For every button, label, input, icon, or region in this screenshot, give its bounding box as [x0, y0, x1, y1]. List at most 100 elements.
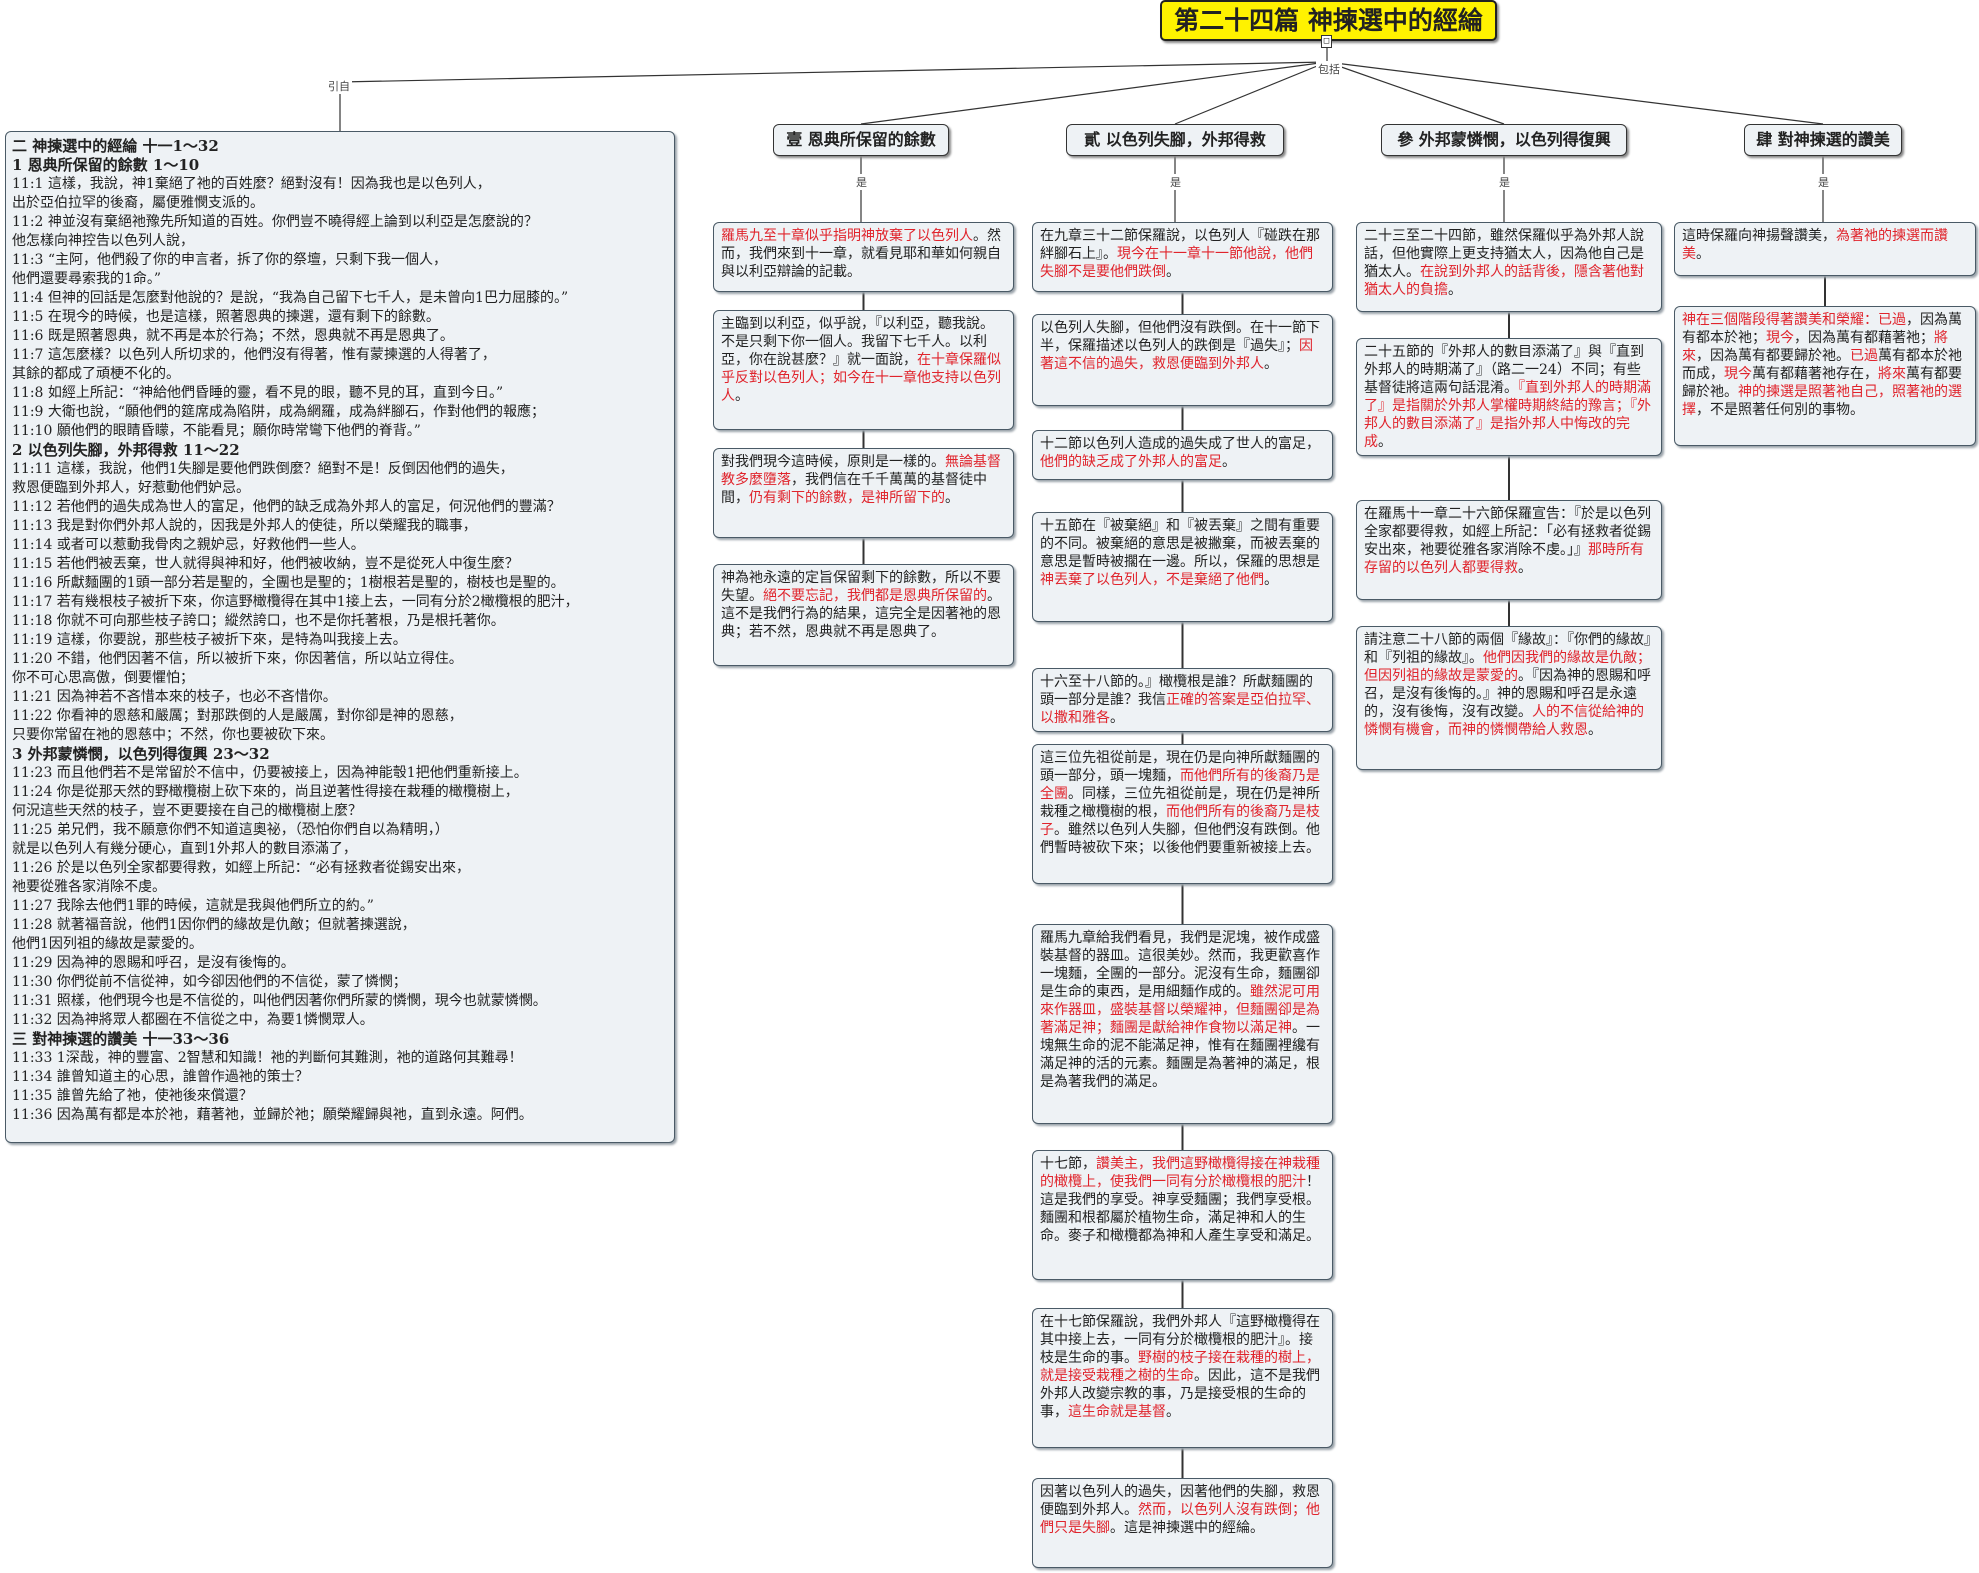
verse-line: 他們還要尋索我的1命。”: [12, 271, 162, 287]
collapse-toggle-icon[interactable]: □: [1321, 35, 1332, 48]
highlighted-text: 絕不要忘記，我們都是恩典所保留的: [763, 588, 987, 604]
note-text: 以色列人失腳，但他們沒有跌倒。在十一節下半，保羅描述以色列人的跌倒是『過失』；: [1040, 320, 1320, 354]
highlighted-text: 而他們所有的後裔乃是全團: [1040, 768, 1320, 802]
note-text: ，因為萬有都本於祂；: [1682, 312, 1962, 346]
note-text: 。: [945, 490, 959, 506]
highlighted-text: 無論基督教多麼墮落: [721, 454, 1001, 488]
note-text: 羅馬九章給我們看見，我們是泥塊，被作成盛裝基督的器皿。這很美妙。然而，我更歡喜作…: [1040, 930, 1320, 1000]
note-text: 神為祂永遠的定旨保留剩下的餘數，所以不要失望。: [721, 570, 1001, 604]
verse-line: 11:26 於是以色列全家都要得救，如經上所記：“必有拯救者從錫安出來，: [12, 860, 470, 876]
section-heading-4: 肆 對神揀選的讚美: [1744, 124, 1902, 156]
highlighted-text: 那時所有存留的以色列人都要得救: [1364, 542, 1644, 576]
note-text: 。雖然以色列人失腳，但他們沒有跌倒。他們暫時被砍下來；以後他們要重新被接上去。: [1040, 822, 1320, 856]
highlighted-text: 已過: [1850, 348, 1878, 364]
note-text: 。: [735, 388, 749, 404]
note-text: 二十五節的『外邦人的數目添滿了』與『直到外邦人的時期滿了』（路二一24）不同；有…: [1364, 344, 1644, 396]
note-box: 對我們現今這時候，原則是一樣的。無論基督教多麼墮落，我們信在千千萬萬的基督徒中間…: [713, 448, 1014, 538]
note-text: 。: [1222, 454, 1236, 470]
highlighted-text: 為著祂的揀選而讚美: [1682, 228, 1948, 262]
verse-line: 11:35 誰曾先給了祂，使祂後來償還？: [12, 1088, 253, 1104]
note-text: 。一塊無生命的泥不能滿足神，惟有在麵團裡纔有滿足神的活的元素。麵團是為著神的滿足…: [1040, 1020, 1320, 1090]
note-text: 萬有都要歸於祂。: [1682, 366, 1962, 400]
note-box: 十五節在『被棄絕』和『被丟棄』之間有重要的不同。被棄絕的意思是被撇棄，而被丟棄的…: [1032, 512, 1333, 622]
verse-line: 11:30 你們從前不信從神，如今卻因他們的不信從，蒙了憐憫；: [12, 974, 407, 990]
verse-line: 11:2 神並沒有棄絕祂豫先所知道的百姓。你們豈不曉得經上論到以利亞是怎麼說的？: [12, 214, 538, 230]
highlighted-text: 已過: [1878, 312, 1906, 328]
note-text: 二十三至二十四節，雖然保羅似乎為外邦人說話，但他實際上更支持猶太人，因為他自己是…: [1364, 228, 1644, 280]
verse-line: 何況這些天然的枝子，豈不更要接在自己的橄欖樹上麼？: [12, 803, 362, 819]
edge-label-is: 是: [1497, 174, 1512, 190]
verse-line: 11:27 我除去他們1罪的時候，這就是我與他們所立的約。”: [12, 898, 374, 914]
connector-line: [339, 61, 1328, 83]
note-box: 十二節以色列人造成的過失成了世人的富足，他們的缺乏成了外邦人的富足。: [1032, 430, 1333, 480]
highlighted-text: 神的揀選是照著祂自己，照著祂的選擇: [1682, 384, 1962, 418]
note-text: 。: [1518, 560, 1532, 576]
edge-label-is: 是: [1168, 174, 1183, 190]
outline-heading: 1 恩典所保留的餘數 1～10: [12, 156, 200, 174]
highlighted-text: 他們的缺乏成了外邦人的富足: [1040, 454, 1222, 470]
note-text: ，因為萬有都要歸於祂。: [1696, 348, 1850, 364]
verse-line: 11:3 “主阿，他們殺了你的申言者，拆了你的祭壇，只剩下我一個人，: [12, 252, 448, 268]
connector-line: [1326, 61, 1824, 125]
verse-line: 11:14 或者可以惹動我骨肉之親妒忌，好救他們一些人。: [12, 537, 365, 553]
note-text: 。然而，我們來到十一章，就看見耶和華如何親自與以利亞辯論的記載。: [721, 228, 1001, 280]
note-text: 因著以色列人的過失，因著他們的失腳，救恩便臨到外邦人。: [1040, 1484, 1320, 1518]
note-box: 神在三個階段得著讚美和榮耀：已過，因為萬有都本於祂；現今，因為萬有都藉著祂；將來…: [1674, 306, 1976, 446]
highlighted-text: 將來: [1878, 366, 1906, 382]
highlighted-text: 將來: [1682, 330, 1948, 364]
note-box: 在九章三十二節保羅說，以色列人『碰跌在那絆腳石上』。現今在十一章十一節他說，他們…: [1032, 222, 1333, 292]
verse-line: 11:36 因為萬有都是本於祂，藉著祂，並歸於祂；願榮耀歸與祂，直到永遠。阿們。: [12, 1107, 533, 1123]
verse-line: 11:21 因為神若不吝惜本來的枝子，也必不吝惜你。: [12, 689, 337, 705]
verse-line: 11:22 你看神的恩慈和嚴厲；對那跌倒的人是嚴厲，對你卻是神的恩慈，: [12, 708, 463, 724]
note-box: 以色列人失腳，但他們沒有跌倒。在十一節下半，保羅描述以色列人的跌倒是『過失』；因…: [1032, 314, 1333, 406]
highlighted-text: 在說到外邦人的話背後，隱含著他對猶太人的負擔: [1364, 264, 1644, 298]
highlighted-text: 雖然泥可用來作器皿，盛裝基督以榮耀神，但麵團卻是為著滿足神；麵團是獻給神作食物以…: [1040, 984, 1320, 1036]
outline-heading: 二 神揀選中的經綸 十一1～32: [12, 137, 219, 155]
note-text: 。: [1448, 282, 1462, 298]
outline-heading: 3 外邦蒙憐憫，以色列得復興 23～32: [12, 745, 270, 763]
highlighted-text: 神丟棄了以色列人，不是棄絕了他們: [1040, 572, 1264, 588]
connector-line: [1326, 61, 1505, 125]
note-text: 。: [1264, 356, 1278, 372]
verse-line: 救恩便臨到外邦人，好惹動他們妒忌。: [12, 480, 250, 496]
note-text: ，因為萬有都藉著祂；: [1794, 330, 1934, 346]
verse-line: 11:11 這樣，我說，他們1失腳是要他們跌倒麼？絕對不是！反倒因他們的過失，: [12, 461, 514, 477]
verse-line: 11:5 在現今的時候，也是這樣，照著恩典的揀選，還有剩下的餘數。: [12, 309, 440, 325]
note-box: 因著以色列人的過失，因著他們的失腳，救恩便臨到外邦人。然而，以色列人沒有跌倒；他…: [1032, 1478, 1333, 1568]
note-box: 主臨到以利亞，似乎說，『以利亞，聽我說。不是只剩下你一個人。我留下七千人。以利亞…: [713, 310, 1014, 430]
note-text: 對我們現今這時候，原則是一樣的。: [721, 454, 945, 470]
note-text: 。這是神揀選中的經綸。: [1110, 1520, 1264, 1536]
note-box: 羅馬九至十章似乎指明神放棄了以色列人。然而，我們來到十一章，就看見耶和華如何親自…: [713, 222, 1014, 292]
verse-line: 11:15 若他們被丟棄，世人就得與神和好，他們被收納，豈不是從死人中復生麼？: [12, 556, 519, 572]
highlighted-text: 正確的答案是亞伯拉罕、以撒和雅各: [1040, 692, 1320, 726]
note-box: 十六至十八節的。』橄欖根是誰？所獻麵團的頭一部分是誰？我信正確的答案是亞伯拉罕、…: [1032, 668, 1333, 732]
verse-line: 11:1 這樣，我說，神1棄絕了祂的百姓麼？絕對沒有！因為我也是以色列人，: [12, 176, 491, 192]
note-text: 主臨到以利亞，似乎說，『以利亞，聽我說。不是只剩下你一個人。我留下七千人。以利亞…: [721, 316, 994, 368]
note-box: 這三位先祖從前是，現在仍是向神所獻麵團的頭一部分，頭一塊麵，而他們所有的後裔乃是…: [1032, 744, 1333, 884]
note-text: ，我們信在千千萬萬的基督徒中間，: [721, 472, 987, 506]
verse-line: 11:33 1深哉，神的豐富、2智慧和知識！祂的判斷何其難測，祂的道路何其難尋！: [12, 1050, 523, 1066]
verse-line: 其餘的都成了頑梗不化的。: [12, 366, 180, 382]
note-text: 。: [1696, 246, 1710, 262]
note-text: 這三位先祖從前是，現在仍是向神所獻麵團的頭一部分，頭一塊麵，: [1040, 750, 1320, 784]
verse-line: 11:8 如經上所記：“神給他們昏睡的靈，看不見的眼，聽不見的耳，直到今日。”: [12, 385, 504, 401]
highlighted-text: 在十章保羅似乎反對以色列人；如今在十一章他支持以色列人: [721, 352, 1001, 404]
note-text: 十七節，: [1040, 1156, 1096, 1172]
verse-line: 11:34 誰曾知道主的心思，誰曾作過祂的策士？: [12, 1069, 309, 1085]
note-box: 這時保羅向神揚聲讚美，為著祂的揀選而讚美。: [1674, 222, 1976, 276]
note-box: 在十七節保羅說，我們外邦人『這野橄欖得在其中接上去，一同有分於橄欖根的肥汁』。接…: [1032, 1308, 1333, 1448]
highlighted-text: 然而，以色列人沒有跌倒；他們只是失腳: [1040, 1502, 1320, 1536]
note-text: 十五節在『被棄絕』和『被丟棄』之間有重要的不同。被棄絕的意思是被撇棄，而被丟棄的…: [1040, 518, 1320, 570]
verse-line: 11:17 若有幾根枝子被折下來，你這野橄欖得在其中1接上去，一同有分於2橄欖根…: [12, 594, 579, 610]
verse-line: 你不可心思高傲，倒要懼怕；: [12, 670, 194, 686]
verse-line: 11:20 不錯，他們因著不信，所以被折下來，你因著信，所以站立得住。: [12, 651, 463, 667]
highlighted-text: 野樹的枝子接在栽種的樹上，就是接受栽種之樹的生命: [1040, 1350, 1320, 1384]
highlighted-text: 而他們所有的後裔乃是枝子: [1040, 804, 1320, 838]
verse-line: 11:28 就著福音說，他們1因你們的緣故是仇敵；但就著揀選說，: [12, 917, 416, 933]
highlighted-text: 他們因我們的緣故是仇敵；但因列祖的緣故是蒙愛的: [1364, 650, 1651, 684]
note-box: 羅馬九章給我們看見，我們是泥塊，被作成盛裝基督的器皿。這很美妙。然而，我更歡喜作…: [1032, 924, 1333, 1124]
verse-line: 他們1因列祖的緣故是蒙愛的。: [12, 936, 203, 952]
verse-line: 11:4 但神的回話是怎麼對他說的？是說，“我為自己留下七千人，是未曾向1巴力屈…: [12, 290, 569, 306]
section-heading-2: 貳 以色列失腳，外邦得救: [1066, 124, 1284, 156]
